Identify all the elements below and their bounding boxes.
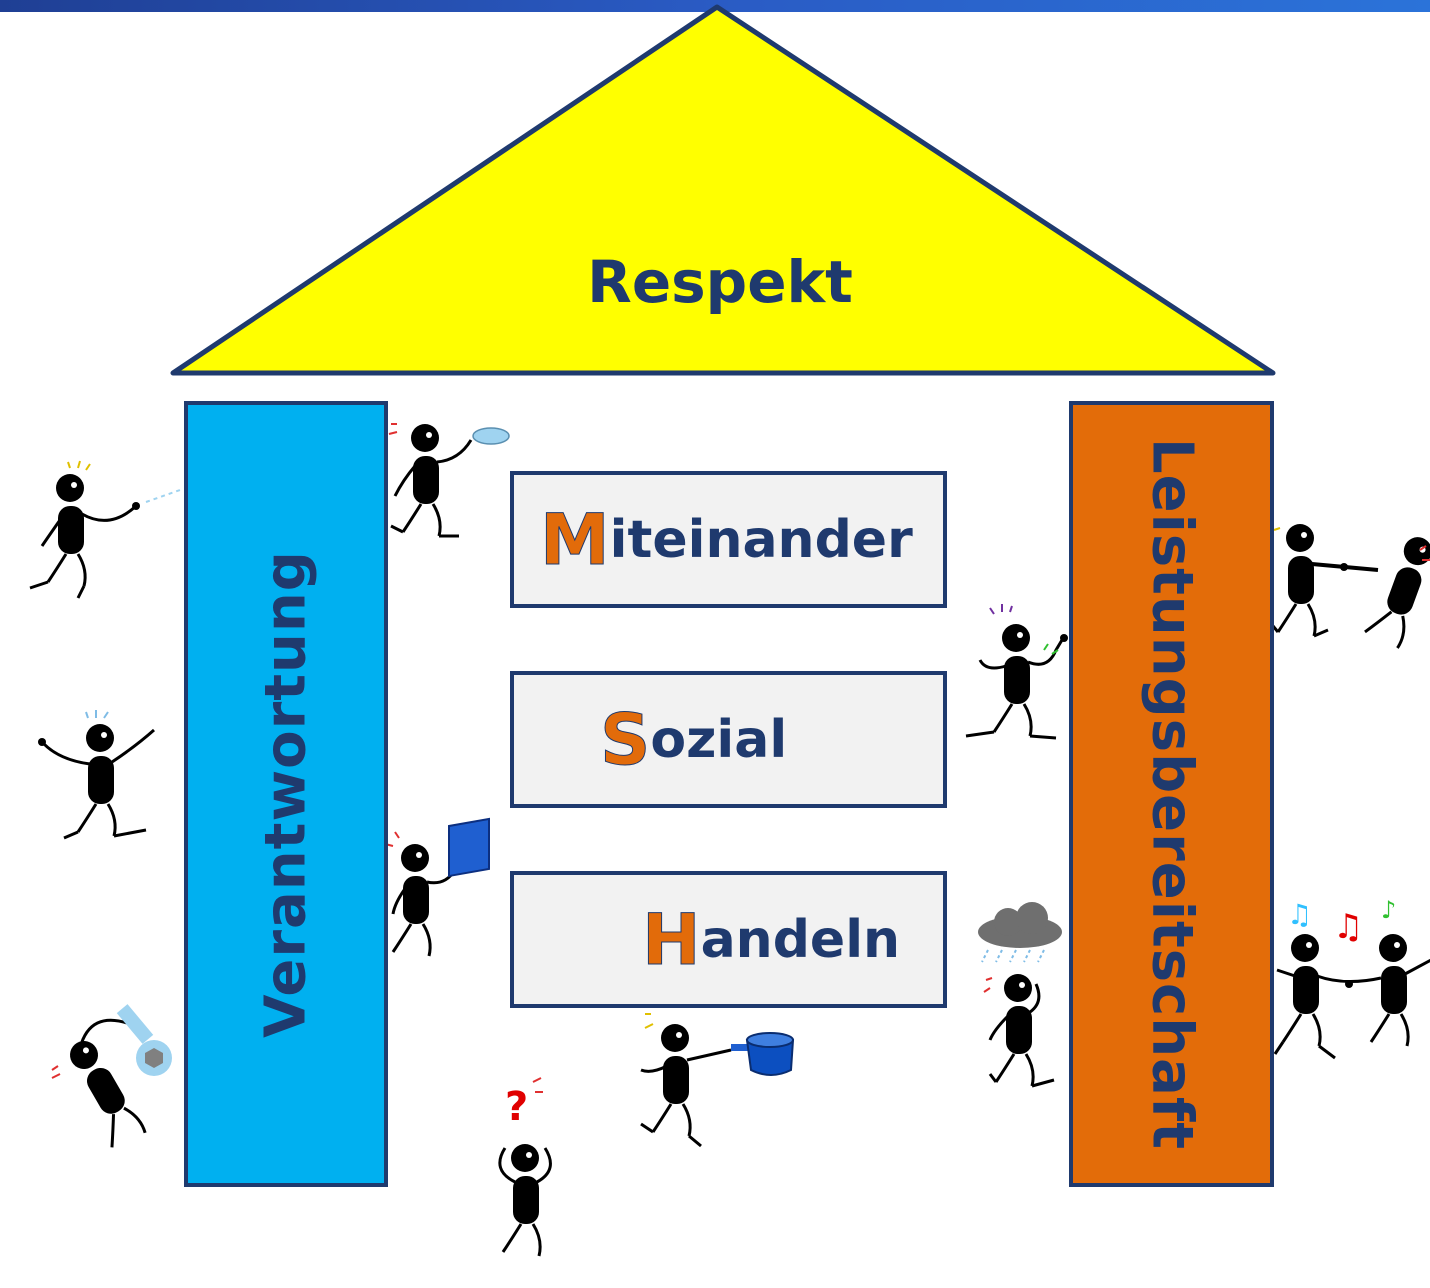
svg-text:♪: ♪ <box>1381 896 1396 924</box>
figure-cup-icon <box>388 422 510 538</box>
value-initial: M <box>540 498 611 581</box>
figure-pan-icon <box>640 1013 795 1148</box>
figure-wrench-icon <box>51 1004 172 1153</box>
figures-dancing-music-icon: ♫ ♫ ♪ <box>1273 896 1430 1060</box>
value-initial: H <box>642 898 702 981</box>
figure-rain-cloud-icon <box>978 902 1062 1088</box>
roof-triangle <box>170 4 1276 376</box>
right-pillar-label: Leistungsbereitschaft <box>1139 437 1204 1151</box>
right-pillar: Leistungsbereitschaft <box>1069 401 1274 1187</box>
figure-book-icon <box>384 817 490 958</box>
value-rest: andeln <box>700 909 901 970</box>
svg-text:?: ? <box>505 1084 528 1130</box>
figure-flexing-icon <box>965 604 1068 740</box>
roof-label: Respekt <box>587 248 853 316</box>
left-pillar: Verantwortung <box>184 401 388 1187</box>
value-initial: S <box>599 698 651 781</box>
value-rest: ozial <box>650 709 788 770</box>
figure-throwing-icon <box>29 460 181 599</box>
figure-pointing-icon <box>38 710 155 840</box>
value-rest: iteinander <box>609 509 913 570</box>
figure-question-icon: ? <box>498 1077 552 1258</box>
figures-tug-of-war-icon <box>1266 522 1430 650</box>
left-pillar-label: Verantwortung <box>253 550 319 1038</box>
svg-text:♫: ♫ <box>1333 907 1363 947</box>
svg-text:♫: ♫ <box>1287 898 1312 931</box>
